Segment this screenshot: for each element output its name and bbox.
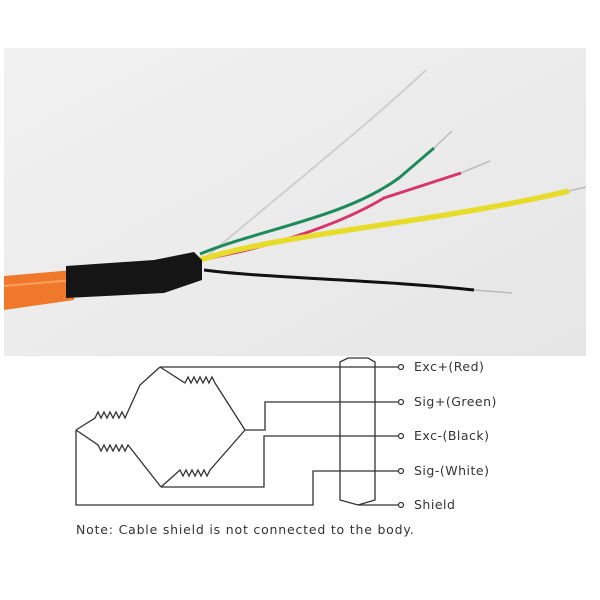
exc-minus-line [161, 435, 398, 488]
terminal-label-exc-minus: Exc-(Black) [414, 428, 490, 443]
terminal-label-sig-minus: Sig-(White) [414, 463, 490, 478]
resistor-bottom-right [160, 429, 246, 488]
resistor-bottom-left [75, 429, 162, 488]
white-wire [198, 69, 427, 264]
terminal-label-sig-plus: Sig+(Green) [414, 394, 497, 409]
terminal-label-shield: Shield [414, 497, 456, 512]
yellow-wire [199, 188, 570, 263]
sig-minus-line [75, 430, 398, 506]
sig-plus-line [245, 401, 398, 431]
resistor-top-left [75, 366, 161, 431]
terminal-label-exc-plus: Exc+(Red) [414, 359, 485, 374]
green-wire [199, 146, 435, 256]
black-wire [203, 268, 475, 292]
heat-shrink-sleeve [66, 252, 202, 298]
resistor-top-right [159, 366, 246, 431]
orange-cable [4, 270, 74, 310]
wiring-diagram [75, 357, 405, 509]
diagram-note: Note: Cable shield is not connected to t… [76, 522, 415, 537]
shield-tube [339, 357, 376, 506]
cable-photo [4, 48, 586, 356]
